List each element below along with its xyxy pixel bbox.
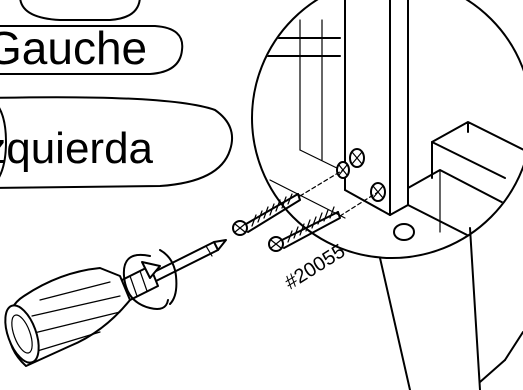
izquierda-text: Izquierda — [0, 124, 154, 173]
top-bubble-outline — [19, 0, 141, 21]
rail-block — [431, 121, 523, 179]
gauche-bubble-outline — [0, 25, 184, 75]
front-post — [344, 0, 409, 216]
screwdriver — [4, 239, 227, 367]
bottom-hole — [393, 223, 415, 241]
screw-hole-upper — [349, 148, 365, 168]
screwdriver-icon — [149, 241, 219, 283]
izquierda-bubble-outline — [0, 96, 234, 189]
leader-lines — [379, 227, 523, 390]
part-number-label: #20055 — [281, 240, 349, 294]
label-izquierda: Izquierda — [0, 96, 234, 189]
screw-upper — [232, 193, 301, 236]
detail-circle — [251, 0, 523, 259]
gauche-text: Gauche — [0, 22, 147, 74]
magnified-detail — [251, 0, 523, 259]
rotation-arrow-icon — [122, 254, 169, 310]
screw-lower — [268, 206, 341, 252]
label-gauche: Gauche — [0, 22, 184, 75]
rotation-arrow — [122, 249, 178, 310]
